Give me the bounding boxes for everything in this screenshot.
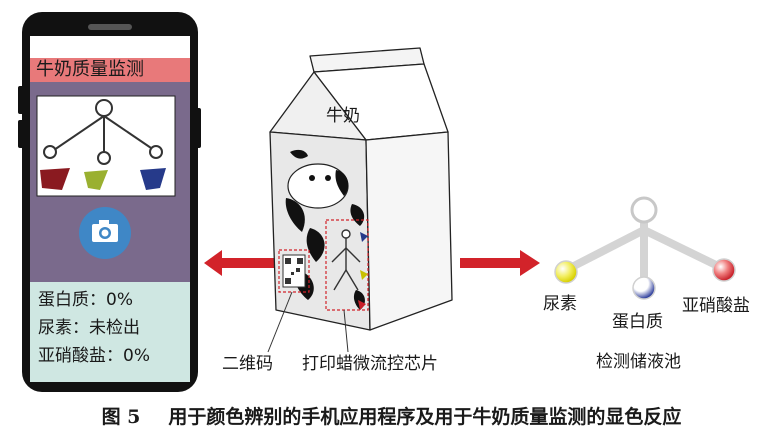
wax-chip-on-carton — [325, 219, 369, 311]
qr-code-on-carton — [278, 249, 310, 293]
phone-side-button — [18, 86, 24, 114]
qr-leader-line — [267, 291, 293, 353]
carton-side — [365, 131, 453, 331]
phone-speaker — [88, 24, 132, 30]
urea-sample-red — [40, 168, 70, 190]
figure-number: 图 5 — [101, 406, 141, 428]
smartphone — [18, 12, 201, 392]
qr-code-label: 二维码 — [222, 354, 273, 374]
camera-icon — [92, 220, 118, 242]
nitrite-sample-blue — [140, 168, 166, 190]
chip-leader-line — [343, 309, 349, 353]
urea-reservoir — [554, 260, 578, 284]
chip-preview — [43, 99, 163, 165]
result-protein: 蛋白质：0% — [38, 290, 133, 310]
protein-label: 蛋白质 — [612, 312, 663, 332]
protein-sample-green — [84, 170, 108, 190]
result-panel — [30, 282, 190, 382]
protein-reservoir — [632, 276, 656, 300]
arrow-right — [460, 250, 540, 276]
phone-side-button — [18, 120, 24, 148]
reservoir-diagram — [566, 214, 722, 286]
app-title: 牛奶质量监测 — [36, 59, 144, 80]
inlet-reservoir — [630, 196, 658, 224]
arrow-left — [204, 250, 274, 276]
nitrite-label: 亚硝酸盐 — [682, 296, 750, 316]
result-nitrite: 亚硝酸盐：0% — [38, 346, 150, 366]
carton-label: 牛奶 — [326, 106, 360, 126]
phone-side-button — [196, 108, 201, 148]
nitrite-reservoir — [712, 258, 736, 282]
urea-label: 尿素 — [543, 294, 577, 314]
result-urea: 尿素：未检出 — [38, 318, 140, 338]
figure-caption: 图 5 用于颜色辨别的手机应用程序及用于牛奶质量监测的显色反应 — [0, 402, 783, 429]
app-title-bar — [30, 58, 190, 82]
figure-caption-text: 用于颜色辨别的手机应用程序及用于牛奶质量监测的显色反应 — [168, 406, 682, 428]
chip-label: 打印蜡微流控芯片 — [302, 354, 438, 374]
reservoir-label: 检测储液池 — [596, 352, 681, 372]
